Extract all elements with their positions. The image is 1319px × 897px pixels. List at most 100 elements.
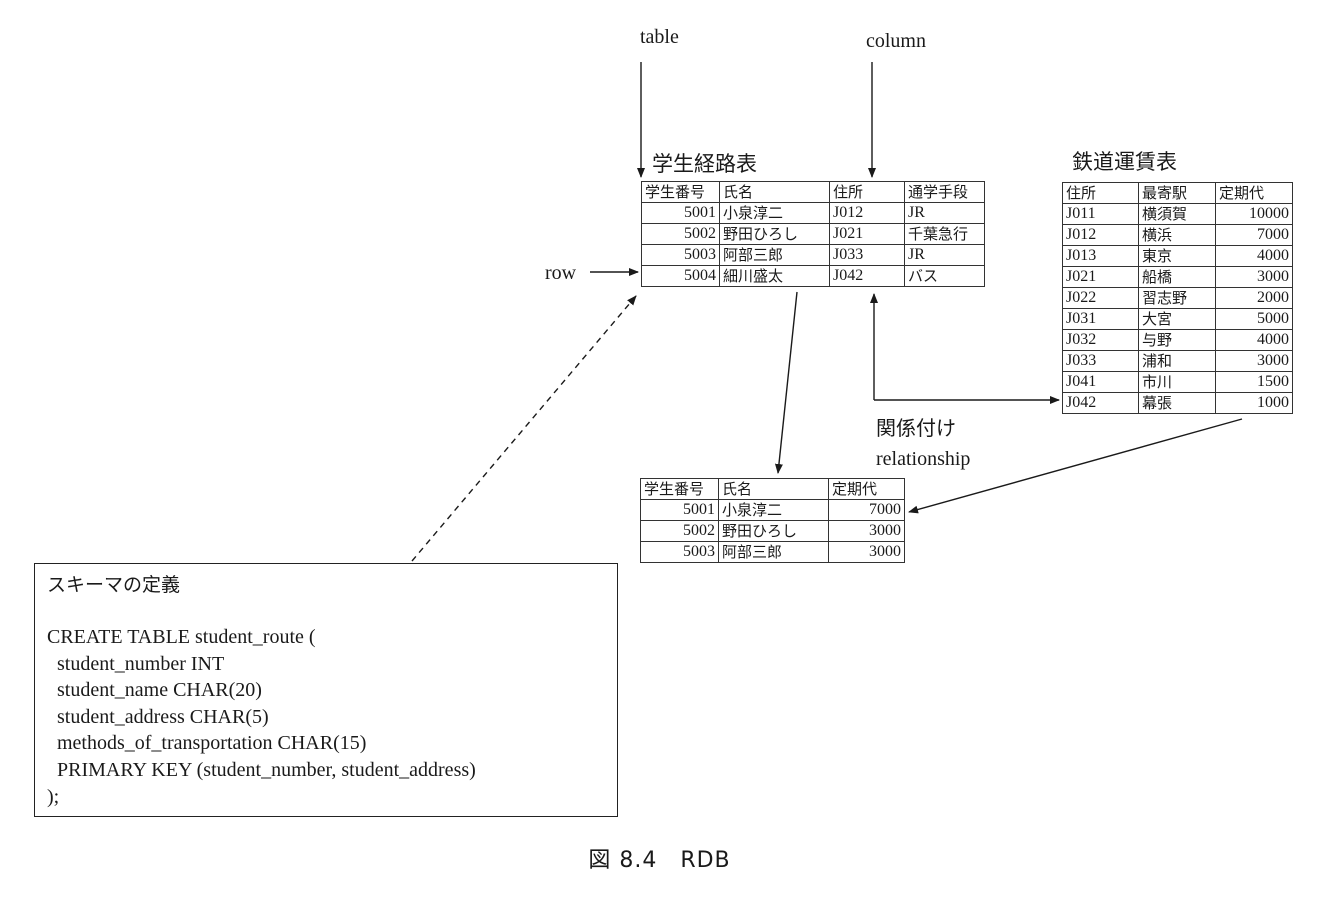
- cell-station: 大宮: [1138, 308, 1216, 330]
- cell-station: 市川: [1138, 371, 1216, 393]
- cell-fare: 4000: [1215, 329, 1293, 351]
- student-route-title: 学生経路表: [652, 152, 757, 176]
- cell-address: J032: [1062, 329, 1139, 351]
- cell-address: J012: [1062, 224, 1139, 246]
- cell-station: 与野: [1138, 329, 1216, 351]
- header-name: 氏名: [718, 478, 829, 500]
- schema-line: student_number INT: [47, 652, 225, 675]
- schema-line: student_name CHAR(20): [47, 679, 262, 702]
- cell-student-number: 5003: [640, 541, 719, 563]
- cell-fare: 1000: [1215, 392, 1293, 414]
- cell-fare: 4000: [1215, 245, 1293, 267]
- cell-fare: 3000: [828, 541, 905, 563]
- cell-fare: 7000: [828, 499, 905, 521]
- cell-name: 野田ひろし: [718, 520, 829, 542]
- cell-station: 横浜: [1138, 224, 1216, 246]
- header-pass-fare: 定期代: [1215, 182, 1293, 204]
- cell-transport: JR: [904, 202, 985, 224]
- header-pass-fare: 定期代: [828, 478, 905, 500]
- header-address: 住所: [1062, 182, 1139, 204]
- cell-address: J021: [1062, 266, 1139, 288]
- cell-fare: 7000: [1215, 224, 1293, 246]
- cell-student-number: 5002: [641, 223, 720, 245]
- cell-address: J022: [1062, 287, 1139, 309]
- cell-fare: 3000: [828, 520, 905, 542]
- cell-fare: 5000: [1215, 308, 1293, 330]
- cell-station: 習志野: [1138, 287, 1216, 309]
- header-student-number: 学生番号: [641, 181, 720, 203]
- cell-student-number: 5004: [641, 265, 720, 287]
- cell-fare: 10000: [1215, 203, 1293, 225]
- cell-station: 船橋: [1138, 266, 1216, 288]
- schema-title: スキーマの定義: [47, 574, 181, 596]
- cell-address: J042: [829, 265, 905, 287]
- fare-table-title: 鉄道運賃表: [1072, 150, 1177, 174]
- cell-name: 小泉淳二: [718, 499, 829, 521]
- cell-station: 幕張: [1138, 392, 1216, 414]
- cell-address: J042: [1062, 392, 1139, 414]
- schema-line: PRIMARY KEY (student_number, student_add…: [47, 758, 476, 781]
- cell-name: 細川盛太: [719, 265, 830, 287]
- cell-fare: 2000: [1215, 287, 1293, 309]
- cell-fare: 3000: [1215, 350, 1293, 372]
- cell-transport: バス: [904, 265, 985, 287]
- header-transport: 通学手段: [904, 181, 985, 203]
- table-row: 5001 小泉淳二 J012 JR: [641, 202, 985, 224]
- label-column: column: [866, 30, 926, 52]
- label-row: row: [545, 262, 577, 284]
- header-address: 住所: [829, 181, 905, 203]
- table-row: 5003 阿部三郎 J033 JR: [641, 244, 985, 266]
- label-table: table: [640, 26, 679, 48]
- schema-definition-box: スキーマの定義 CREATE TABLE student_route ( stu…: [34, 563, 618, 817]
- cell-student-number: 5003: [641, 244, 720, 266]
- cell-station: 浦和: [1138, 350, 1216, 372]
- cell-fare: 1500: [1215, 371, 1293, 393]
- cell-address: J033: [829, 244, 905, 266]
- fare-header-row: 住所 最寄駅 定期代: [1062, 182, 1293, 204]
- header-name: 氏名: [719, 181, 830, 203]
- cell-fare: 3000: [1215, 266, 1293, 288]
- schema-code: CREATE TABLE student_route ( student_num…: [47, 624, 476, 810]
- relationship-label-jp: 関係付け: [876, 416, 956, 440]
- figure-caption: 図 8.4 RDB: [588, 848, 731, 873]
- schema-line: student_address CHAR(5): [47, 705, 269, 728]
- cell-transport: JR: [904, 244, 985, 266]
- header-student-number: 学生番号: [640, 478, 719, 500]
- cell-address: J011: [1062, 203, 1139, 225]
- cell-station: 横須賀: [1138, 203, 1216, 225]
- cell-name: 阿部三郎: [719, 244, 830, 266]
- cell-address: J031: [1062, 308, 1139, 330]
- cell-address: J021: [829, 223, 905, 245]
- cell-student-number: 5001: [640, 499, 719, 521]
- student-route-header-row: 学生番号 氏名 住所 通学手段: [641, 181, 985, 203]
- result-header-row: 学生番号 氏名 定期代: [640, 478, 905, 500]
- cell-station: 東京: [1138, 245, 1216, 267]
- cell-transport: 千葉急行: [904, 223, 985, 245]
- table-row: 5004 細川盛太 J042 バス: [641, 265, 985, 287]
- cell-address: J033: [1062, 350, 1139, 372]
- schema-dashed-arrow: [411, 295, 637, 562]
- table-row: 5002 野田ひろし J021 千葉急行: [641, 223, 985, 245]
- schema-line: CREATE TABLE student_route (: [47, 626, 316, 648]
- join-arrow-student-to-result: [774, 291, 798, 474]
- schema-line: methods_of_transportation CHAR(15): [47, 732, 367, 755]
- cell-address: J012: [829, 202, 905, 224]
- cell-student-number: 5002: [640, 520, 719, 542]
- cell-name: 野田ひろし: [719, 223, 830, 245]
